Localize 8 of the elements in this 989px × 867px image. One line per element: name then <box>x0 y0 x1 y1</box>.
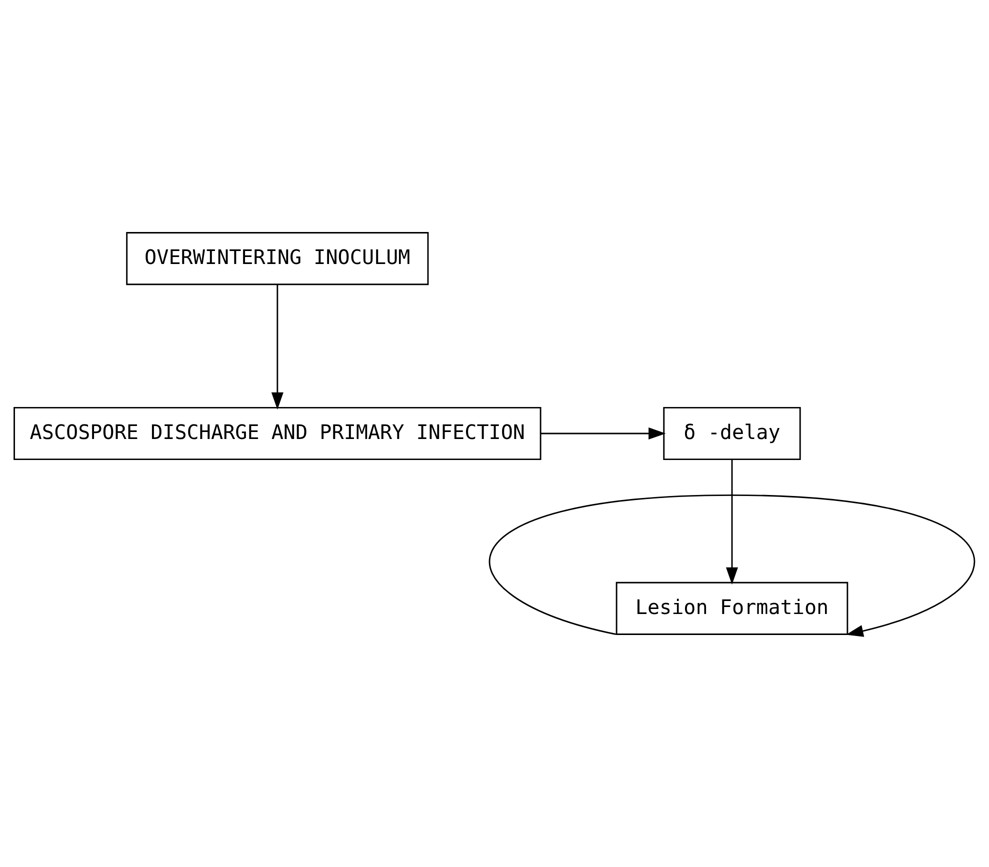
node-box: Lesion Formation <box>616 582 848 635</box>
node-box: OVERWINTERING INOCULUM <box>126 232 429 286</box>
node-box: δ -delay <box>663 406 801 460</box>
arrow <box>271 284 284 410</box>
arrow <box>490 494 975 637</box>
node-box: ASCOSPORE DISCHARGE AND PRIMARY INFECTION <box>14 406 542 460</box>
arrow <box>726 460 738 585</box>
arrow <box>540 427 666 440</box>
